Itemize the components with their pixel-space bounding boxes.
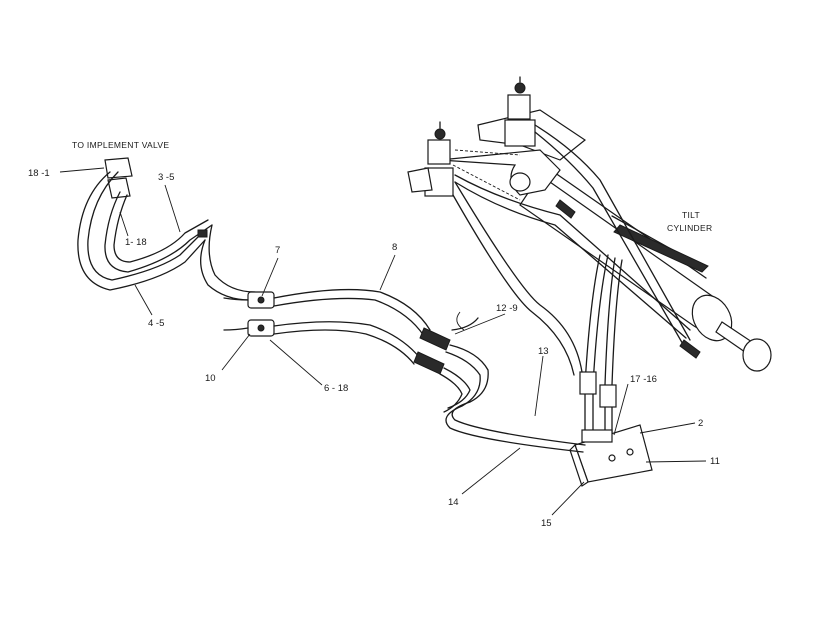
callout-12-9: 12 -9 bbox=[496, 303, 518, 314]
clamp-bolt-upper bbox=[257, 296, 265, 304]
leader-15 bbox=[551, 481, 585, 516]
cylinder-shadow bbox=[613, 224, 709, 273]
leader-3-5 bbox=[164, 184, 181, 233]
callout-3-5: 3 -5 bbox=[158, 172, 174, 183]
line-link-b bbox=[208, 224, 256, 293]
vertical-pipe-d bbox=[611, 259, 623, 441]
vertical-pipe-c bbox=[604, 257, 616, 441]
clamp-bolt-lower bbox=[257, 324, 265, 332]
block-fitting-right bbox=[504, 119, 536, 147]
hose-curve-b bbox=[452, 194, 575, 376]
leader-lines bbox=[59, 167, 707, 516]
hose-curve-a bbox=[454, 181, 583, 373]
hose-fitting-a bbox=[419, 327, 451, 351]
tube-upper-stub bbox=[451, 317, 479, 331]
hose-top-b bbox=[454, 181, 687, 339]
leader-4-5 bbox=[134, 284, 153, 316]
frame-boss bbox=[509, 172, 531, 192]
grease-fitting-right bbox=[514, 82, 526, 94]
leader-8 bbox=[379, 254, 396, 291]
line-joint bbox=[197, 229, 208, 238]
leader-10 bbox=[221, 333, 251, 371]
top-fitting-left bbox=[427, 139, 451, 165]
hose-top-d bbox=[534, 131, 685, 347]
line-outer-a bbox=[77, 171, 206, 291]
line-link-a bbox=[200, 239, 251, 301]
bracket-flange bbox=[569, 443, 589, 487]
tilt-label-line2: CYLINDER bbox=[667, 223, 712, 233]
bracket-hole-1 bbox=[608, 454, 616, 462]
hose-fitting-b bbox=[413, 351, 445, 375]
callout-11: 11 bbox=[710, 456, 720, 467]
hose-stub-upper bbox=[223, 297, 249, 301]
leader-11 bbox=[645, 460, 707, 463]
leader-2 bbox=[639, 422, 696, 434]
pipe-coupling-b bbox=[599, 384, 617, 408]
leader-6-18 bbox=[269, 339, 323, 386]
tilt-cylinder-assembly bbox=[407, 76, 772, 441]
leader-7 bbox=[261, 257, 279, 297]
callout-14: 14 bbox=[448, 497, 459, 508]
hose-end-a bbox=[679, 339, 701, 359]
hose-8-b bbox=[273, 297, 425, 337]
valve-fitting-upper bbox=[104, 157, 133, 179]
hose-8-a bbox=[273, 288, 431, 331]
callout-8: 8 bbox=[392, 242, 397, 253]
grease-fitting-left bbox=[434, 128, 446, 140]
tube-14-b bbox=[439, 373, 463, 413]
tube-14-a bbox=[443, 367, 471, 409]
tube-13-a bbox=[449, 344, 586, 446]
leader-17-16 bbox=[613, 383, 629, 436]
leader-12-9 bbox=[454, 313, 506, 335]
frame-arm bbox=[439, 149, 561, 196]
leader-13 bbox=[534, 355, 544, 417]
leader-18-1 bbox=[59, 167, 105, 173]
implement-valve-label: TO IMPLEMENT VALVE bbox=[72, 140, 169, 150]
line-outer-b bbox=[87, 171, 201, 281]
line-inner-a bbox=[104, 191, 213, 273]
bracket-hole-2 bbox=[626, 448, 634, 456]
callout-18-1: 18 -1 bbox=[28, 168, 50, 179]
leader-1-18 bbox=[119, 211, 129, 237]
hose-top-c bbox=[534, 124, 691, 341]
callout-15: 15 bbox=[541, 518, 552, 529]
hose-stub-lower bbox=[223, 327, 249, 331]
dashed-line-2 bbox=[452, 164, 521, 201]
leader-14 bbox=[461, 447, 521, 495]
rod-eye bbox=[742, 338, 772, 372]
bracket-left bbox=[407, 167, 433, 193]
tube-13-b bbox=[445, 351, 584, 453]
callout-7: 7 bbox=[275, 245, 280, 256]
pipe-coupling-a bbox=[579, 371, 597, 395]
callout-17-16: 17 -16 bbox=[630, 374, 657, 385]
hose-lower-a bbox=[273, 321, 421, 359]
bracket-block bbox=[581, 429, 613, 443]
leader-12-9-hook bbox=[456, 311, 465, 331]
hose-top-a bbox=[454, 174, 691, 331]
callout-1-18: 1- 18 bbox=[125, 237, 147, 248]
mounting-bracket bbox=[569, 424, 653, 487]
top-fitting-right bbox=[507, 94, 531, 120]
implement-valve-lines bbox=[77, 157, 256, 301]
callout-13: 13 bbox=[538, 346, 549, 357]
callout-2: 2 bbox=[698, 418, 703, 429]
callout-4-5: 4 -5 bbox=[148, 318, 164, 329]
hose-end-b bbox=[555, 199, 576, 219]
tilt-label-line1: TILT bbox=[682, 210, 700, 220]
callout-10: 10 bbox=[205, 373, 216, 384]
line-inner-b bbox=[113, 194, 209, 263]
hose-lower-b bbox=[273, 329, 415, 365]
valve-fitting-lower bbox=[107, 177, 131, 199]
callout-6-18: 6 - 18 bbox=[324, 383, 348, 394]
dashed-line-1 bbox=[454, 149, 521, 156]
center-hose-bundle bbox=[223, 288, 586, 453]
